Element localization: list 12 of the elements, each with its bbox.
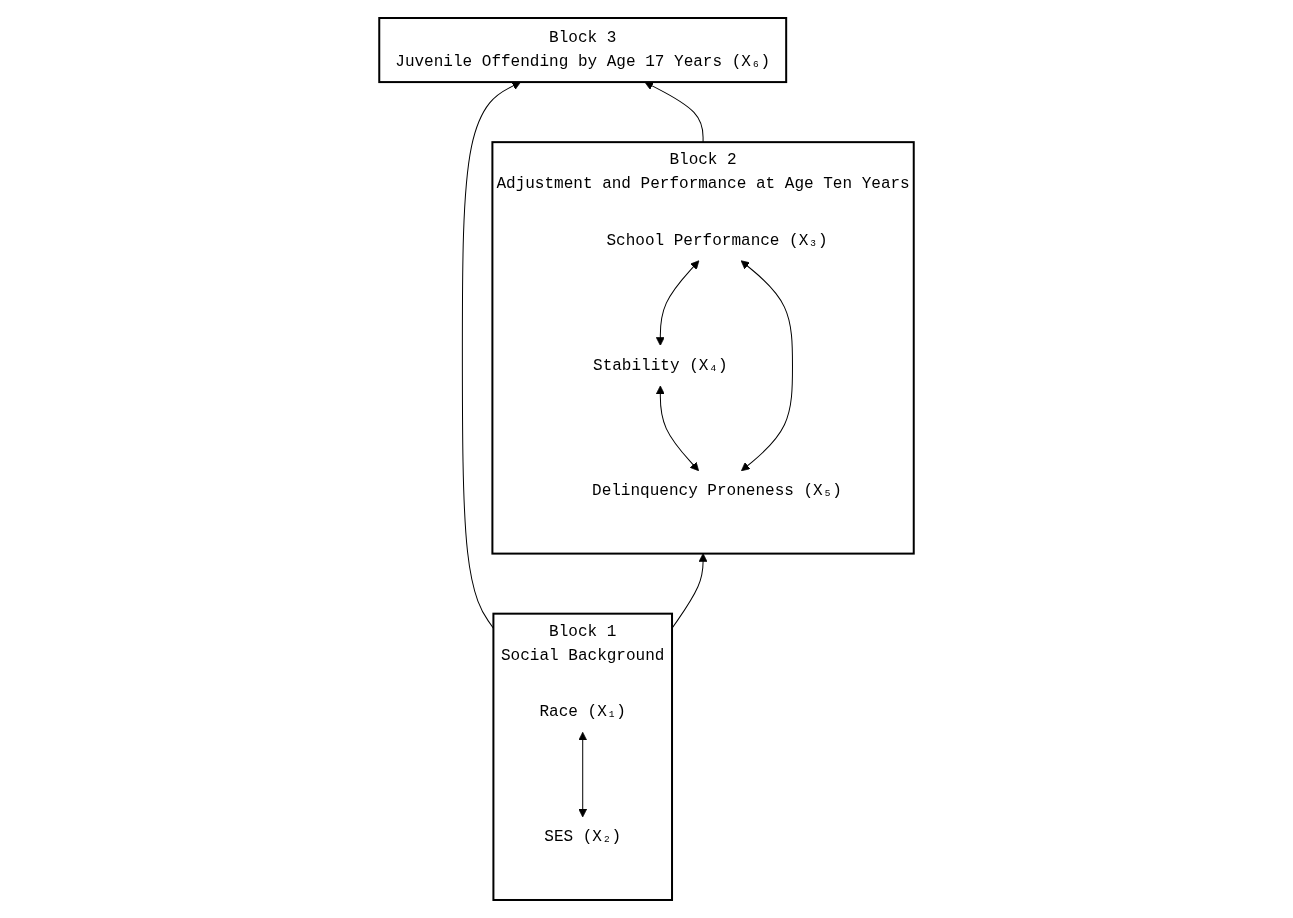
block-box: Block 3 Juvenile Offending by Age 17 Years (X₆) [378, 17, 788, 84]
variable-label: School Performance (X₃) [606, 231, 828, 250]
double-arrow [655, 260, 700, 346]
variable-label: Stability (X₄) [593, 356, 728, 375]
double-arrow [655, 385, 699, 472]
arrow [644, 81, 704, 143]
variable-label: SES (X₂) [544, 828, 622, 847]
variable-label: Race (X₁) [539, 703, 626, 722]
double-arrow [578, 731, 588, 818]
arrow [461, 81, 521, 629]
variable-label: Delinquency Proneness (X₅) [592, 482, 842, 501]
double-arrow [740, 260, 793, 472]
